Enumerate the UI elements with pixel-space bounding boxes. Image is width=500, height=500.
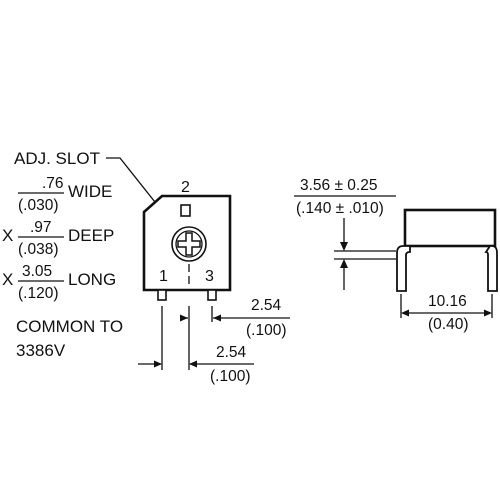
note-line-2: 3386V <box>16 341 66 360</box>
pin-2-tab <box>180 204 191 217</box>
pin-3-number: 3 <box>205 268 214 285</box>
pitch-right-arrowhead-left <box>180 314 188 322</box>
slot-depth-label: DEEP <box>68 226 114 245</box>
pitch-bottom-in: (.100) <box>210 368 251 385</box>
pitch-bottom-arrowhead-right <box>189 360 197 368</box>
pitch-right-arrowhead-right <box>213 314 221 322</box>
span-arrowhead-right <box>484 309 492 317</box>
span-mm: 10.16 <box>428 293 467 310</box>
slot-length-prefix: X <box>2 270 13 289</box>
slot-depth-mm: .97 <box>30 219 52 236</box>
height-mm: 3.56 ± 0.25 <box>300 177 377 194</box>
pin-1-lead <box>157 289 167 301</box>
height-lower-arrowhead <box>340 259 348 268</box>
span-in: (0.40) <box>428 316 469 333</box>
side-left-lead <box>396 245 411 292</box>
slot-depth-in: (.038) <box>18 241 59 258</box>
pin-2-number: 2 <box>181 179 190 196</box>
adj-slot-cross <box>177 232 201 256</box>
span-arrowhead-left <box>401 309 409 317</box>
slot-depth-prefix: X <box>2 226 13 245</box>
slot-length-label: LONG <box>68 270 116 289</box>
pitch-right-in: (.100) <box>246 322 287 339</box>
side-body <box>403 208 497 248</box>
slot-length-in: (.120) <box>18 285 59 302</box>
side-view <box>396 208 498 292</box>
pitch-bottom-arrowhead-left <box>154 360 162 368</box>
adj-slot-label: ADJ. SLOT <box>14 149 100 168</box>
pitch-right-mm: 2.54 <box>251 297 282 314</box>
height-in: (.140 ± .010) <box>296 200 384 217</box>
slot-length-mm: 3.05 <box>22 263 52 280</box>
pin-3-lead <box>207 289 217 301</box>
pitch-bottom-mm: 2.54 <box>216 344 247 361</box>
height-upper-arrowhead <box>340 242 348 251</box>
pin-1-number: 1 <box>159 268 168 285</box>
slot-width-label: WIDE <box>68 182 112 201</box>
front-view <box>142 194 232 301</box>
slot-width-mm: .76 <box>42 175 64 192</box>
note-line-1: COMMON TO <box>16 317 123 336</box>
side-right-lead <box>484 245 498 292</box>
slot-width-in: (.030) <box>18 197 59 214</box>
